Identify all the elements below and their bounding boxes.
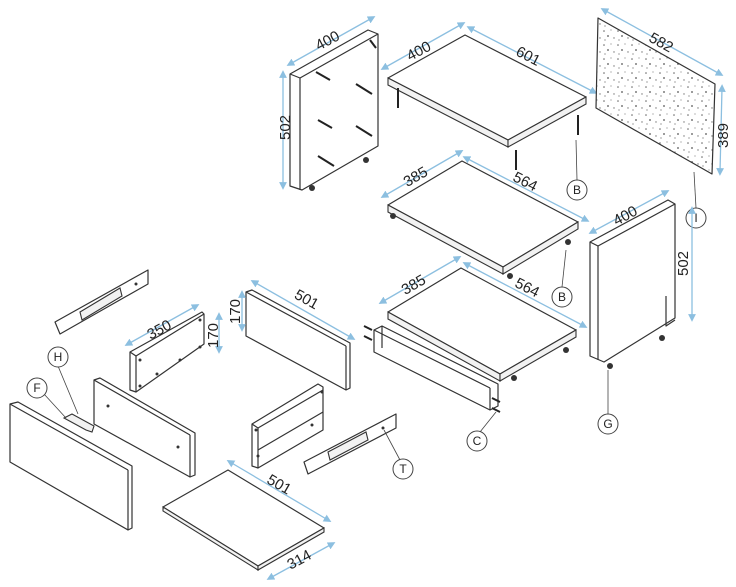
dim-drawer-back-length: 501 (291, 286, 321, 313)
drawer-handle (62, 413, 95, 433)
dim-back-height: 389 (715, 123, 732, 148)
drawer-side-panel-2 (251, 383, 324, 469)
plinth-panel (363, 325, 501, 413)
svg-text:G: G (603, 417, 612, 431)
drawer-inner-front-panel (93, 377, 196, 478)
callout-b1: B (566, 179, 588, 201)
svg-text:H: H (54, 350, 63, 364)
dim-drawer-back-height: 170 (227, 299, 244, 324)
right-side-panel (589, 199, 676, 369)
svg-text:B: B (573, 183, 581, 197)
callout-g: G (597, 413, 619, 435)
drawer-rail-right (303, 413, 397, 475)
svg-text:C: C (473, 434, 482, 448)
callout-f: F (26, 377, 48, 399)
callout-c: C (466, 430, 488, 452)
svg-text:F: F (33, 381, 40, 395)
svg-text:B: B (558, 290, 566, 304)
drawer-rail-left (54, 269, 149, 335)
callout-t: T (392, 458, 414, 480)
dim-left-side-height: 502 (277, 115, 294, 140)
dim-right-side-height: 502 (675, 251, 692, 276)
callout-b2: B (551, 286, 573, 308)
drawer-back-panel (245, 289, 351, 391)
svg-text:I: I (694, 211, 697, 225)
callout-h: H (47, 346, 69, 368)
dim-drawer-side-height: 170 (205, 323, 222, 348)
svg-text:T: T (399, 462, 407, 476)
left-side-panel (289, 29, 379, 191)
callout-i: I (685, 207, 707, 229)
dim-shelf2-width: 564 (512, 275, 542, 302)
drawer-front-panel (9, 401, 133, 531)
